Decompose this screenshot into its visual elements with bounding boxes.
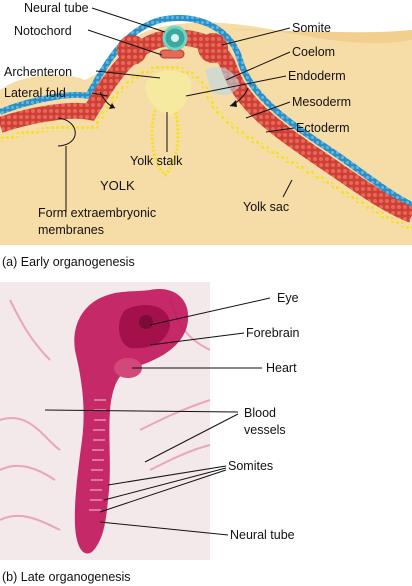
ectoderm-layer — [0, 15, 412, 208]
label-somites: Somites — [228, 459, 273, 473]
neural-tube-lumen — [171, 34, 179, 42]
label-yolk-stalk: Yolk stalk — [130, 154, 183, 168]
leader-somite — [221, 27, 291, 46]
label-ectoderm: Ectoderm — [296, 121, 350, 135]
leader-somites-3 — [99, 469, 227, 513]
eye-shape — [139, 315, 153, 329]
leader-ectoderm — [265, 127, 295, 133]
embryo-body — [74, 289, 189, 554]
membranes-bracket — [57, 117, 76, 147]
leader-forebrain — [149, 332, 245, 346]
caption-early-organogenesis: (a) Early organogenesis — [2, 255, 135, 269]
heart-shape — [114, 358, 142, 378]
label-neural-tube-b: Neural tube — [230, 528, 295, 542]
leader-somites-1 — [107, 465, 227, 486]
label-endoderm: Endoderm — [288, 69, 346, 83]
label-coelom: Coelom — [292, 45, 335, 59]
label-notochord: Notochord — [14, 24, 72, 38]
leader-somites-2 — [103, 467, 227, 501]
coelom-cavity — [205, 66, 240, 96]
label-forebrain: Forebrain — [246, 326, 300, 340]
label-lateral-fold: Lateral fold — [4, 86, 66, 100]
panel-late-organogenesis: Eye Forebrain Heart Blood vessels Somite… — [0, 282, 300, 584]
notochord — [159, 49, 185, 59]
label-blood-1: Blood — [244, 406, 276, 420]
endoderm-layer — [0, 65, 412, 231]
leader-notochord — [87, 29, 163, 56]
panel-early-organogenesis: Neural tube Notochord Somite Coelom Arch… — [0, 1, 412, 269]
label-yolk: YOLK — [100, 178, 135, 193]
yolk-stalk-wall — [150, 109, 180, 178]
label-form-membranes-1: Form extraembryonic — [38, 206, 156, 220]
label-archenteron: Archenteron — [4, 65, 72, 79]
label-somite: Somite — [292, 21, 331, 35]
label-blood-2: vessels — [244, 423, 286, 437]
leader-neural-tube — [91, 7, 166, 33]
leader-yolk-sac — [282, 179, 293, 198]
label-eye: Eye — [277, 291, 299, 305]
label-yolk-sac: Yolk sac — [243, 200, 289, 214]
label-neural-tube: Neural tube — [24, 1, 89, 15]
leader-eye — [149, 297, 271, 326]
right-fold-arrowhead — [230, 100, 237, 107]
leader-coelom — [225, 51, 291, 81]
archenteron-cavity — [145, 70, 192, 115]
leader-blood-vessels-1 — [44, 409, 239, 413]
leader-neural-tube-b — [99, 521, 229, 536]
background-vessels — [0, 299, 211, 531]
label-heart: Heart — [266, 361, 297, 375]
leader-archenteron — [95, 70, 161, 79]
leader-endoderm — [185, 75, 287, 97]
leader-mesoderm — [245, 101, 291, 119]
leader-blood-vessels-2 — [144, 413, 239, 463]
somite-right — [198, 33, 228, 63]
somites-row — [89, 399, 106, 511]
label-form-membranes-2: membranes — [38, 223, 104, 237]
yolk-horizon — [230, 29, 412, 44]
lateral-fold-arrowhead — [109, 103, 115, 109]
somite-left — [117, 35, 147, 65]
label-mesoderm: Mesoderm — [292, 95, 351, 109]
caption-late-organogenesis: (b) Late organogenesis — [2, 570, 131, 584]
leader-lateral-fold — [91, 92, 109, 97]
